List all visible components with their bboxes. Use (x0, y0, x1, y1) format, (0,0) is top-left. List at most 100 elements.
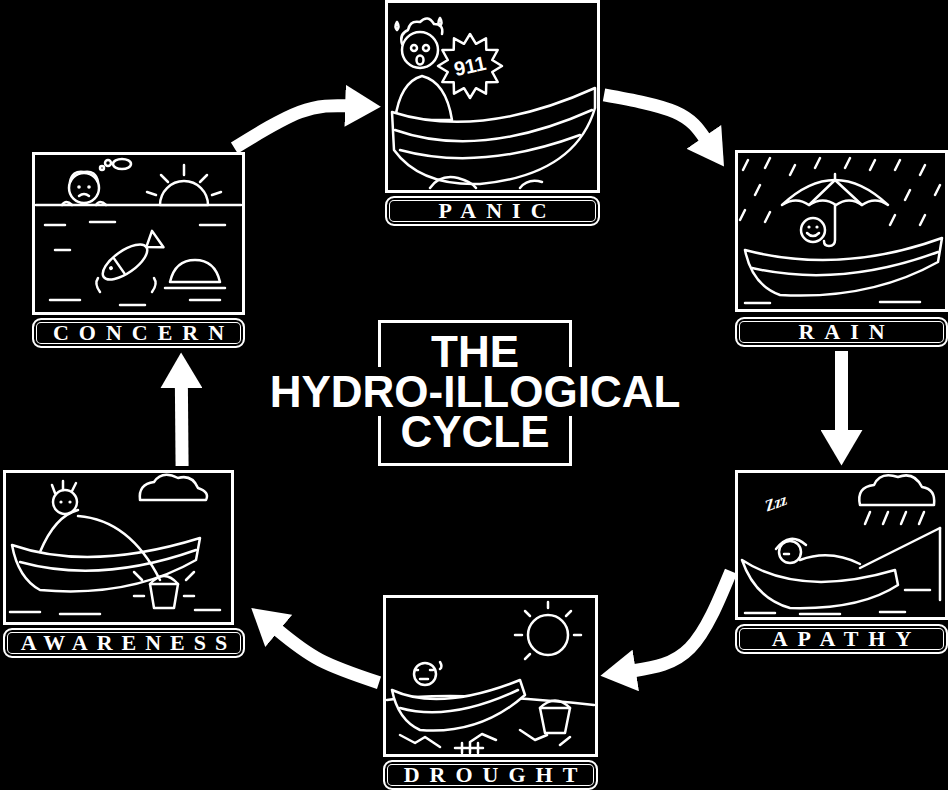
stage-label: AWARENESS (12, 632, 237, 654)
awareness-cartoon-part (20, 550, 196, 571)
drought-cartoon-part (414, 663, 436, 685)
rain-cartoon-part (745, 302, 920, 303)
stage-panel: RAIN (735, 150, 948, 347)
cycle-arrow (175, 386, 189, 466)
stage-label-box: DROUGHT (383, 760, 598, 790)
panic-cartoon-part (392, 88, 595, 184)
awareness-cartoon-part (52, 481, 76, 493)
title-block: THE HYDRO-ILLOGICAL CYCLE (225, 332, 725, 452)
illustration-part (97, 238, 152, 286)
apathy-cartoon-part (776, 539, 806, 549)
awareness-cartoon-part (59, 500, 62, 503)
rain-cartoon-part (807, 225, 810, 228)
concern-cartoon-part (147, 165, 221, 195)
stage-panel: CONCERN (32, 152, 245, 348)
panic-cartoon-part (423, 45, 429, 51)
concern-cartoon-part (70, 172, 98, 182)
rain-cartoon (740, 158, 942, 303)
stage-label-box: CONCERN (32, 318, 245, 348)
concern-cartoon-part (87, 185, 91, 189)
awareness-cartoon-part (40, 510, 78, 552)
picture-frame (735, 150, 948, 312)
stage-label-box: AWARENESS (3, 628, 245, 658)
panic-cartoon (392, 18, 595, 188)
concern-cartoon-part (170, 260, 220, 282)
apathy-cartoon-part (779, 541, 801, 563)
picture-frame (385, 0, 600, 193)
diagram-title: THE HYDRO-ILLOGICAL CYCLE (270, 327, 681, 456)
illustration-part (108, 265, 114, 271)
apathy-cartoon-part (784, 553, 789, 556)
concern-cartoon-part (77, 185, 81, 189)
rain-cartoon-part (745, 238, 942, 296)
panic-cartoon-part (395, 110, 592, 158)
awareness-cartoon-part (150, 576, 178, 584)
stage-label: APATHY (762, 628, 922, 650)
apathy-cartoon-part (742, 560, 898, 608)
stage-label: DROUGHT (394, 764, 588, 786)
panic-cartoon-part (402, 32, 438, 68)
stage-panel: DROUGHT (383, 595, 598, 790)
drought-cartoon-part (392, 680, 525, 731)
concern-cartoon-part (45, 222, 225, 305)
panic-cartoon-part (396, 18, 442, 30)
rain-cartoon-part (824, 205, 835, 246)
awareness-cartoon-part (10, 610, 220, 614)
awareness-cartoon-part (78, 516, 160, 580)
awareness-cartoon-part (140, 475, 207, 500)
panic-cartoon-part (438, 34, 502, 98)
picture-frame (3, 470, 234, 625)
stage-label: PANIC (428, 200, 556, 222)
picture-frame (32, 152, 245, 315)
cycle-arrow (277, 630, 379, 683)
rain-cartoon-part (782, 180, 888, 205)
concern-cartoon-part (79, 194, 89, 196)
cycle-arrow (234, 106, 347, 148)
picture-frame (383, 595, 598, 757)
stage-label-box: RAIN (735, 317, 948, 347)
concern-cartoon-part (69, 173, 99, 203)
apathy-cartoon-part (745, 590, 930, 614)
apathy-cartoon-part (859, 475, 934, 505)
apathy-cartoon (742, 475, 940, 614)
apathy-cartoon-part (865, 512, 924, 524)
drought-cartoon-part (540, 701, 570, 709)
concern-cartoon-part (105, 160, 111, 166)
drought-cartoon (387, 602, 594, 753)
rain-cartoon-part (809, 174, 862, 205)
panic-cartoon-part (411, 45, 417, 51)
concern-cartoon-part (36, 204, 241, 207)
sleep-sound: Zzz (763, 492, 789, 515)
panic-cartoon-part (430, 177, 542, 188)
drought-cartoon-part (415, 662, 442, 679)
rain-cartoon-part (740, 158, 940, 225)
panic-cartoon-part (401, 18, 442, 44)
stage-label-box: PANIC (385, 196, 600, 226)
drought-cartoon-part (540, 708, 570, 733)
awareness-cartoon-part (134, 572, 194, 596)
illustration-part (141, 231, 164, 255)
concern-cartoon-part (113, 159, 131, 169)
awareness-cartoon-part (150, 584, 178, 608)
stage-panel: PANIC (385, 0, 600, 226)
awareness-cartoon (10, 475, 220, 614)
concern-cartoon-part (160, 181, 208, 205)
rain-cartoon-part (815, 225, 818, 228)
stage-label: CONCERN (43, 322, 234, 344)
stage-panel: AWARENESS (3, 470, 245, 658)
stage-label-box: APATHY (735, 624, 948, 654)
drought-cartoon-part (400, 690, 518, 712)
concern-cartoon-part (100, 166, 104, 170)
panic-cartoon-part (417, 56, 424, 65)
illustration-part (114, 259, 124, 274)
cycle-arrow (604, 95, 705, 139)
cycle-arrow (634, 571, 731, 671)
drought-cartoon-part (515, 602, 581, 659)
apathy-cartoon-part (939, 528, 942, 600)
cycle-arrow (835, 351, 848, 432)
apathy-cartoon-part (860, 528, 940, 568)
drought-cartoon-part (455, 743, 483, 753)
rain-cartoon-part (801, 218, 825, 242)
concern-cartoon-part (96, 278, 155, 292)
